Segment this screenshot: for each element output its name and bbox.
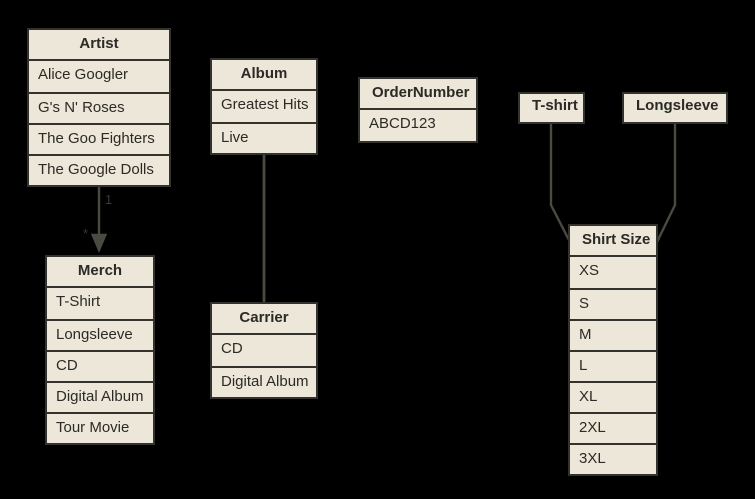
entity-header-shirtsize: Shirt Size (570, 226, 656, 257)
cardinality-target-artist-to-merch: * (83, 226, 89, 241)
entity-item[interactable]: T-Shirt (47, 288, 153, 319)
entity-item[interactable]: XL (570, 381, 656, 412)
entity-item[interactable]: CD (47, 350, 153, 381)
entity-item[interactable]: The Goo Fighters (29, 123, 169, 154)
entity-header-artist: Artist (29, 30, 169, 61)
entity-item[interactable]: ABCD123 (360, 110, 476, 141)
entity-item[interactable]: Alice Googler (29, 61, 169, 92)
entity-tshirt[interactable]: T-shirt (518, 92, 585, 124)
entity-item[interactable]: L (570, 350, 656, 381)
entity-item[interactable]: G's N' Roses (29, 92, 169, 123)
entity-header-merch: Merch (47, 257, 153, 288)
entity-header-longsleeve: Longsleeve (624, 94, 726, 122)
entity-item[interactable]: M (570, 319, 656, 350)
entity-item[interactable]: 2XL (570, 412, 656, 443)
entity-header-tshirt: T-shirt (520, 94, 583, 122)
entity-item[interactable]: Digital Album (212, 366, 316, 397)
entity-item[interactable]: Live (212, 122, 316, 153)
entity-item[interactable]: The Google Dolls (29, 154, 169, 185)
entity-header-carrier: Carrier (212, 304, 316, 335)
entity-item[interactable]: S (570, 288, 656, 319)
entity-item[interactable]: Digital Album (47, 381, 153, 412)
entity-header-album: Album (212, 60, 316, 91)
entity-item[interactable]: CD (212, 335, 316, 366)
entity-longsleeve[interactable]: Longsleeve (622, 92, 728, 124)
entity-item[interactable]: Longsleeve (47, 319, 153, 350)
entity-item[interactable]: XS (570, 257, 656, 288)
connector-longsleeve-shirtsize (654, 120, 677, 245)
entity-item[interactable]: Tour Movie (47, 412, 153, 443)
entity-item[interactable]: Greatest Hits (212, 91, 316, 122)
entity-header-ordernumber: OrderNumber (360, 79, 476, 110)
cardinality-source-artist-to-merch: 1 (105, 192, 113, 207)
entity-item[interactable]: 3XL (570, 443, 656, 474)
